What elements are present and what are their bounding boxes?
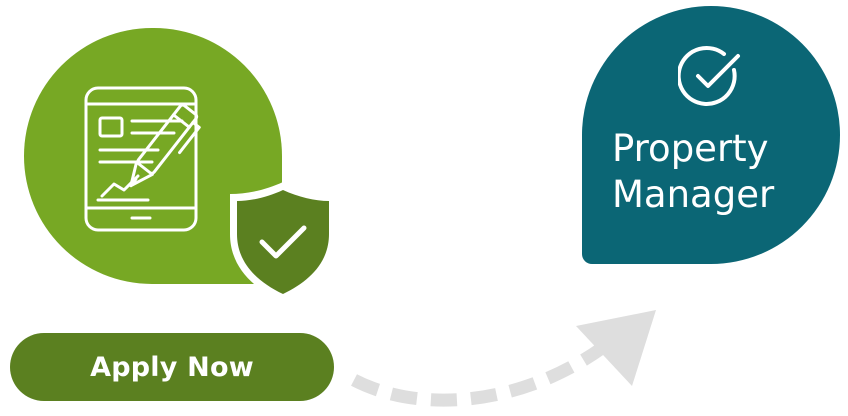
dashed-arrow-icon [351,310,656,407]
shield-check-icon [230,182,336,302]
apply-now-button[interactable]: Apply Now [10,333,334,401]
check-circle-icon [678,46,740,106]
manager-label-line2: Manager [612,173,775,216]
tablet-document-pen-icon [84,86,201,232]
manager-label-line1: Property [612,127,769,170]
property-manager-label: Property Manager [612,126,834,218]
